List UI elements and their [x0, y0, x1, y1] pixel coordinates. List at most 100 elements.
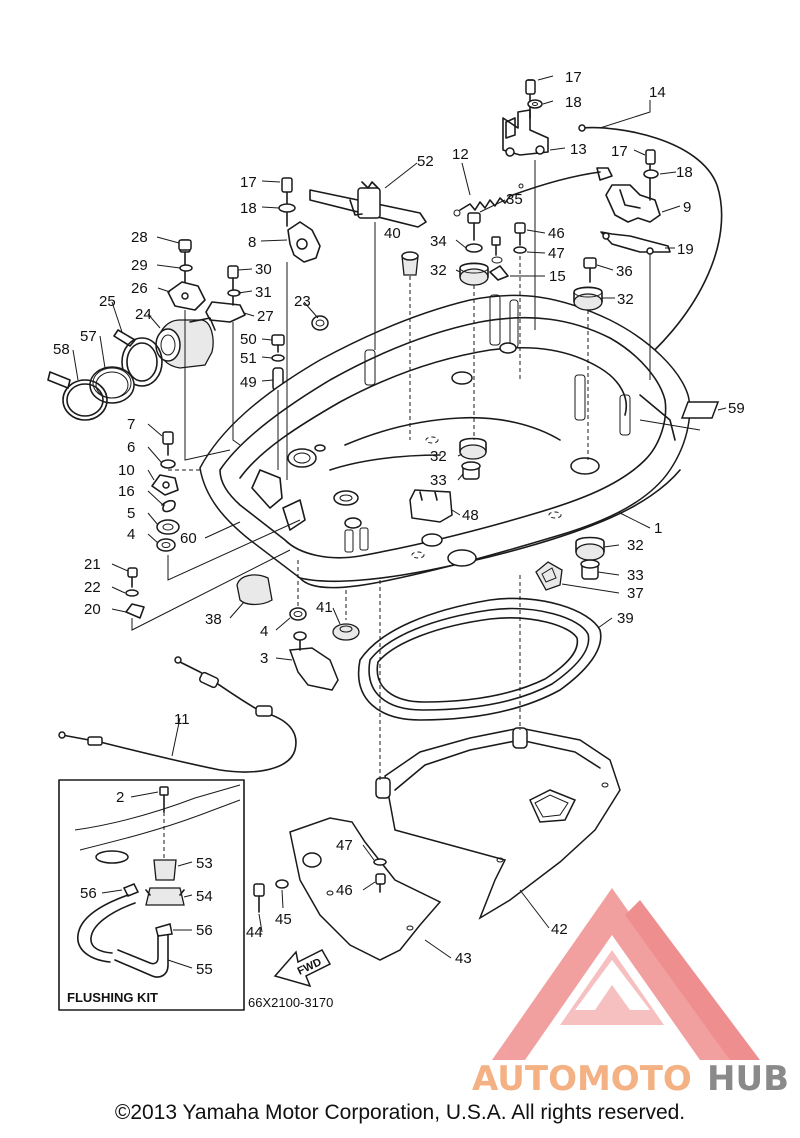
part-label: 33: [627, 567, 644, 584]
part-label: 47: [548, 245, 565, 262]
part-label: 24: [135, 306, 152, 323]
washer-18-top: [527, 99, 543, 109]
hook-8: [278, 177, 321, 263]
part-label: 28: [131, 229, 148, 246]
part-label: 15: [549, 268, 566, 285]
part-label: 8: [248, 234, 256, 251]
grommet-41: [332, 623, 360, 641]
part-label: 6: [127, 439, 135, 456]
washer-22: [125, 589, 139, 597]
grommet-32-b: [573, 286, 603, 311]
holder-3: [288, 631, 339, 691]
clamp-58: [47, 371, 108, 421]
lower-cover-42: [375, 727, 621, 920]
grommet-38: [236, 574, 273, 606]
label-59: [680, 401, 720, 419]
collar-33-b: [580, 559, 600, 580]
part-label: 31: [255, 284, 272, 301]
part-label: 16: [118, 483, 135, 500]
latch-assembly-13: [502, 79, 549, 157]
part-label: 5: [127, 505, 135, 522]
part-label: 37: [627, 585, 644, 602]
part-label: 4: [260, 623, 268, 640]
spring-16: [161, 499, 176, 513]
bracket-27: [205, 265, 246, 323]
automotohub-wordmark: AUTOMOTO HUB: [472, 1059, 789, 1099]
part-label: 4: [127, 526, 135, 543]
bolt-35: [465, 212, 483, 253]
part-label: 60: [180, 530, 197, 547]
washer-6: [160, 459, 176, 469]
part-label: 20: [84, 601, 101, 618]
latch-assembly-9: [605, 149, 661, 223]
part-label: 51: [240, 350, 257, 367]
part-label: 17: [240, 174, 257, 191]
bolt-50: [271, 334, 285, 391]
seal-37: [535, 561, 563, 591]
part-label: 32: [430, 448, 447, 465]
part-label: 10: [118, 462, 135, 479]
part-label: 41: [316, 599, 333, 616]
part-label: 21: [84, 556, 101, 573]
washer-45: [275, 879, 289, 889]
part-label: 32: [627, 537, 644, 554]
copyright-notice: ©2013 Yamaha Motor Corporation, U.S.A. A…: [114, 1101, 686, 1124]
bolt-36: [583, 257, 597, 283]
part-label: 56: [196, 922, 213, 939]
part-label: 54: [196, 888, 213, 905]
part-label: 44: [246, 924, 263, 941]
grommet-32-a: [459, 262, 489, 286]
part-label: 33: [430, 472, 447, 489]
part-label: 30: [255, 261, 272, 278]
part-label: 32: [617, 291, 634, 308]
part-label: 52: [417, 153, 434, 170]
part-label: 45: [275, 911, 292, 928]
part-label: 40: [384, 225, 401, 242]
part-label: 56: [80, 885, 97, 902]
part-label: 2: [116, 789, 124, 806]
grommet-32-c: [459, 437, 487, 460]
part-label: 34: [430, 233, 447, 250]
part-label: 26: [131, 280, 148, 297]
part-label: 12: [452, 146, 469, 163]
part-label: 38: [205, 611, 222, 628]
part-label: 18: [565, 94, 582, 111]
part-label: 23: [294, 293, 311, 310]
part-label: 46: [336, 882, 353, 899]
part-label: 53: [196, 855, 213, 872]
part-label: 7: [127, 416, 135, 433]
automotohub-logo: [492, 888, 760, 1060]
part-label: 9: [683, 199, 691, 216]
plate-10: [151, 474, 179, 496]
part-label: 29: [131, 257, 148, 274]
grommet-24: [155, 317, 216, 369]
part-label: 25: [99, 293, 116, 310]
collar-33-a: [461, 461, 481, 480]
lever-52: [309, 181, 427, 228]
flushing-kit-title: FLUSHING KIT: [67, 990, 158, 1005]
part-label: 42: [551, 921, 568, 938]
wordmark-part-1: AUTOMOTO: [472, 1059, 692, 1099]
part-label: 11: [174, 711, 190, 728]
part-label: 58: [53, 341, 70, 358]
plate-48: [409, 489, 453, 523]
bolt-46-top: [491, 222, 527, 264]
part-label: 59: [728, 400, 745, 417]
flushing-kit-box: FLUSHING KIT: [58, 779, 245, 1011]
washer-4-left: [156, 538, 176, 552]
bolt-7: [162, 431, 174, 456]
part-label: 14: [649, 84, 666, 101]
part-label: 57: [80, 328, 97, 345]
part-label: 49: [240, 374, 257, 391]
part-label: 19: [677, 241, 694, 258]
part-label: 55: [196, 961, 213, 978]
screw-44: [253, 883, 265, 913]
part-label: 18: [676, 164, 693, 181]
washer-4-bottom: [289, 607, 307, 621]
washer-47-bottom: [373, 858, 387, 866]
part-label: 39: [617, 610, 634, 627]
fwd-arrow: FWD: [273, 949, 332, 988]
part-label: 17: [565, 69, 582, 86]
damper-40: [401, 251, 419, 276]
